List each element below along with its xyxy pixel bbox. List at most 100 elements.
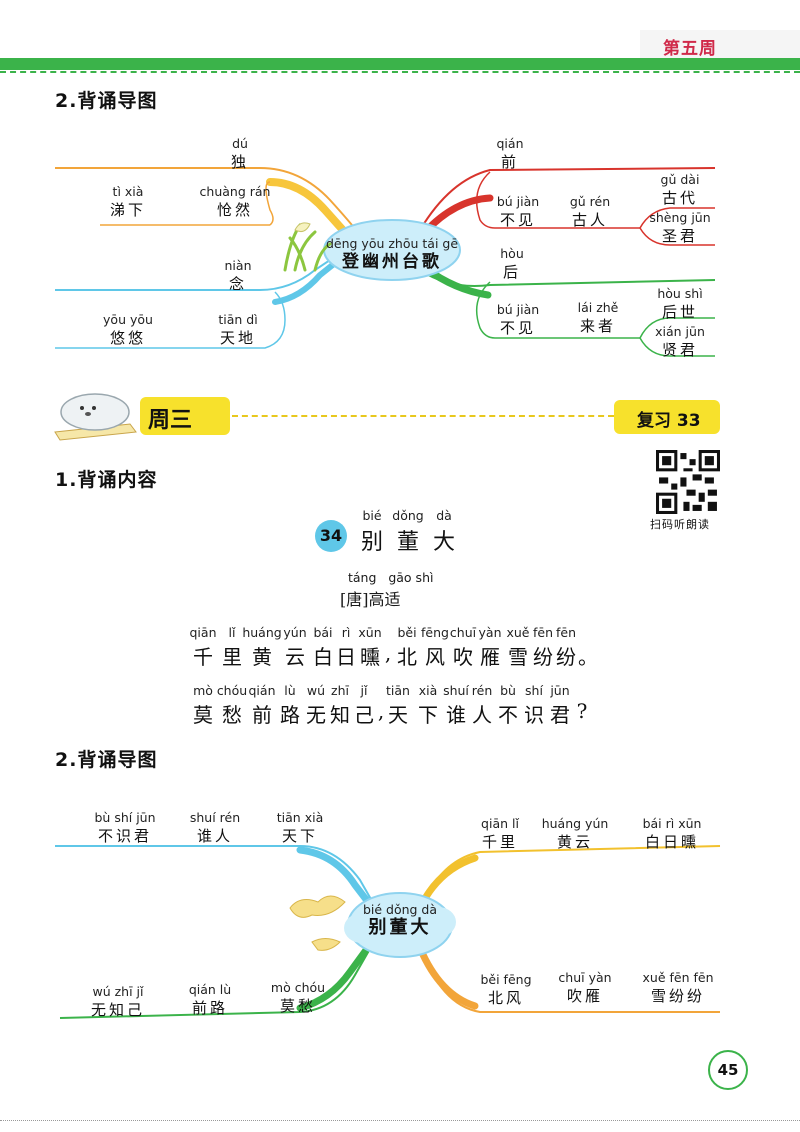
poem-hanzi: 己 xyxy=(354,703,374,727)
poem-hanzi: 雪 xyxy=(508,645,528,669)
header-dash xyxy=(0,71,800,73)
poem-hanzi: 愁 xyxy=(222,703,242,727)
poem-hanzi: 黄 xyxy=(252,645,272,669)
mindmap-1-center: dēng yōu zhōu tái gē 登幽州台歌 xyxy=(326,236,458,272)
title-pinyin: dǒng xyxy=(392,508,424,523)
poem-pinyin: fēng xyxy=(421,625,449,640)
poem-hanzi: 曛 xyxy=(360,645,380,669)
week-label: 第五周 xyxy=(663,39,717,59)
poem-pinyin: jūn xyxy=(550,683,570,698)
poem-pinyin: fēn xyxy=(555,625,577,640)
week-tag-bg xyxy=(640,30,800,58)
poem-hanzi: 君 xyxy=(550,703,570,727)
poem-hanzi: 天 xyxy=(388,703,408,727)
poem-hanzi: 纷 xyxy=(556,645,576,669)
author-pinyin: táng gāo shì xyxy=(348,570,434,585)
poem-hanzi: 下 xyxy=(418,703,438,727)
poem-pinyin: qiān xyxy=(189,625,217,640)
mindmap-2-center: bié dǒng dà 别董大 xyxy=(363,902,437,938)
dynasty: 唐 xyxy=(346,590,363,609)
title-hanzi: 别 xyxy=(360,530,384,555)
poem-hanzi: 不 xyxy=(498,703,518,727)
poem-pinyin: qián xyxy=(248,683,276,698)
poem-pinyin: bù xyxy=(500,683,516,698)
poem-hanzi: 云 xyxy=(285,645,305,669)
poem-pinyin: xuě xyxy=(506,625,530,640)
seal-mascot-icon xyxy=(54,393,137,441)
poem-pinyin: wú xyxy=(306,683,326,698)
poem-pinyin: lù xyxy=(284,683,296,698)
title-hanzi: 董 xyxy=(396,530,420,555)
poem-punct: ? xyxy=(576,699,588,723)
poem-hanzi: 谁 xyxy=(446,703,466,727)
review-label: 复习 33 xyxy=(637,411,701,431)
poem-pinyin: chóu xyxy=(216,683,248,698)
poem-pinyin: zhī xyxy=(331,683,349,698)
author-line: [唐]高适 xyxy=(340,586,401,610)
footer-divider xyxy=(0,1120,800,1121)
weekbar-dash xyxy=(232,415,614,417)
qr-code-icon[interactable] xyxy=(656,450,720,514)
author: 高适 xyxy=(368,590,401,609)
poem-pinyin: běi xyxy=(397,625,417,640)
review-badge xyxy=(614,400,720,434)
poem-pinyin: yàn xyxy=(478,625,502,640)
poem-pinyin: lǐ xyxy=(228,625,236,640)
poem-hanzi: 吹 xyxy=(453,645,473,669)
center-hanzi: 登幽州台歌 xyxy=(342,252,442,272)
poem-pinyin: shuí xyxy=(443,683,469,698)
page-number: 45 xyxy=(708,1050,748,1090)
poem-pinyin: rén xyxy=(471,683,493,698)
bracket-close: ] xyxy=(362,590,369,609)
poem-pinyin: bái xyxy=(313,625,333,640)
poem-pinyin: xūn xyxy=(358,625,382,640)
mindmap-2-lines xyxy=(55,845,721,1019)
poem-punct: , xyxy=(377,699,385,723)
day-label: 周三 xyxy=(148,408,193,433)
poem-hanzi: 识 xyxy=(524,703,544,727)
poem-hanzi: 人 xyxy=(472,703,492,727)
title-hanzi: 大 xyxy=(432,530,456,555)
day-badge xyxy=(140,397,230,435)
poem-number-badge: 34 xyxy=(315,520,347,552)
poem-hanzi: 无 xyxy=(306,703,326,727)
poem-hanzi: 里 xyxy=(222,645,242,669)
center-pinyin: bié dǒng dà xyxy=(362,902,438,917)
center-pinyin: dēng yōu zhōu tái gē xyxy=(325,236,459,251)
center-hanzi: 别董大 xyxy=(368,917,432,938)
poem-hanzi: 路 xyxy=(280,703,300,727)
qr-label: 扫码听朗读 xyxy=(650,518,710,531)
bracket-open: [ xyxy=(340,590,347,609)
poem-hanzi: 知 xyxy=(330,703,350,727)
poem-punct: 。 xyxy=(578,645,598,669)
poem-pinyin: jǐ xyxy=(360,683,368,698)
poem-pinyin: rì xyxy=(341,625,351,640)
poem-hanzi: 莫 xyxy=(193,703,213,727)
poem-pinyin: xià xyxy=(418,683,438,698)
poem-pinyin: tiān xyxy=(386,683,410,698)
poem-hanzi: 日 xyxy=(336,645,356,669)
poem-pinyin: shí xyxy=(525,683,543,698)
poem-hanzi: 风 xyxy=(425,645,445,669)
poem-pinyin: mò xyxy=(193,683,213,698)
